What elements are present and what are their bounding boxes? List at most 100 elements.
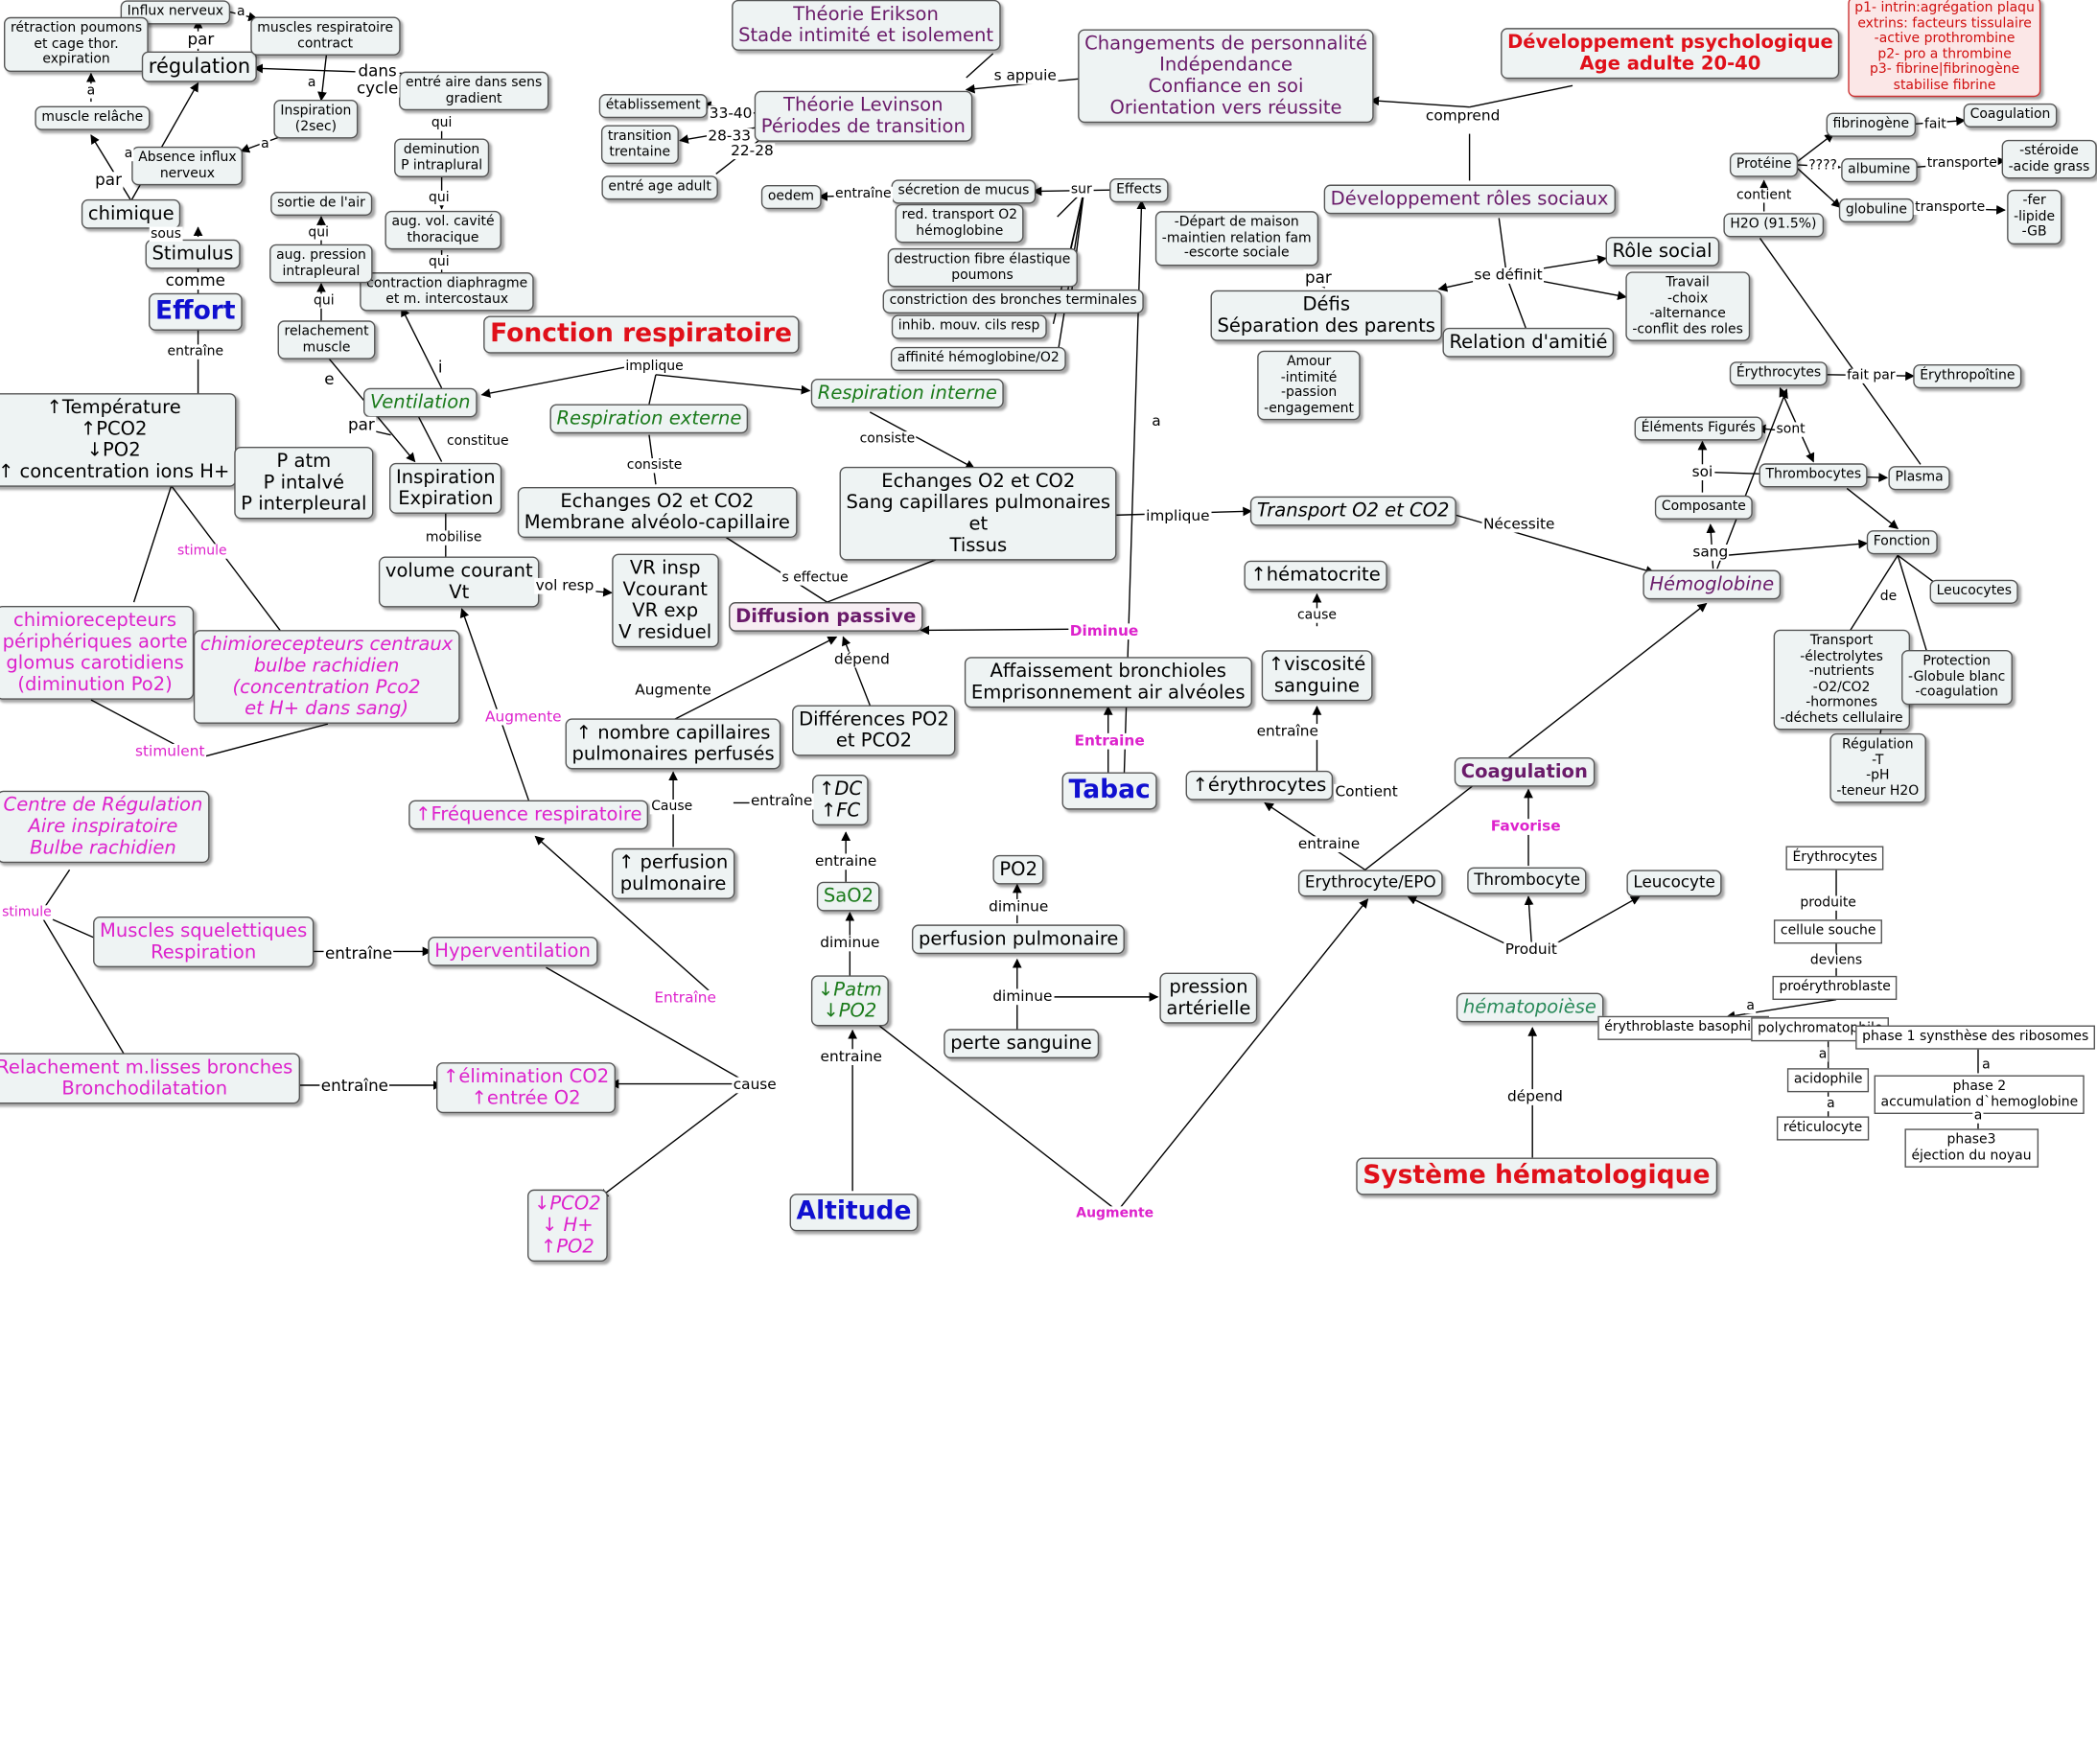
node-tabac[interactable]: Tabac — [1061, 772, 1157, 810]
node-sao2[interactable]: SaO2 — [816, 881, 881, 912]
node-hematopoiese[interactable]: hématopoièse — [1456, 992, 1603, 1023]
node-fer[interactable]: -fer -lipide -GB — [2007, 189, 2062, 244]
node-transport-o2[interactable]: Transport O2 et CO2 — [1249, 496, 1456, 526]
node-proteine[interactable]: Protéine — [1729, 152, 1799, 176]
node-diffusion-passive[interactable]: Diffusion passive — [729, 602, 923, 632]
node-steroide[interactable]: -stéroide -acide grass — [2001, 139, 2097, 179]
node-aug-vol-cavite[interactable]: aug. vol. cavité thoracique — [384, 210, 501, 250]
node-nombre-capillaires[interactable]: ↑ nombre capillaires pulmonaires perfusé… — [565, 718, 781, 770]
node-leucocytes[interactable]: Leucocytes — [1929, 579, 2019, 604]
node-chimique[interactable]: chimique — [81, 198, 181, 229]
node-thrombocyte[interactable]: Thrombocyte — [1467, 867, 1587, 894]
node-coagulation-main[interactable]: Coagulation — [1454, 756, 1595, 787]
node-globuline[interactable]: globuline — [1838, 197, 1914, 222]
node-elimination-co2[interactable]: ↑élimination CO2 ↑entrée O2 — [435, 1062, 617, 1114]
node-volume-courant[interactable]: volume courant Vt — [378, 556, 540, 608]
node-proerythroblaste[interactable]: proérythroblaste — [1772, 975, 1898, 1000]
node-vr-insp[interactable]: VR insp Vcourant VR exp V residuel — [612, 553, 719, 648]
node-ventilation[interactable]: Ventilation — [363, 387, 478, 418]
node-dev-roles[interactable]: Développement rôles sociaux — [1323, 184, 1616, 215]
node-etablissement[interactable]: établissement — [598, 94, 708, 118]
node-hemoglobine[interactable]: Hémoglobine — [1643, 569, 1782, 600]
node-destruction-fibre[interactable]: destruction fibre élastique poumons — [887, 247, 1078, 288]
node-theorie-erikson[interactable]: Théorie Erikson Stade intimité et isolem… — [732, 0, 1001, 52]
node-erythroblaste-basophile[interactable]: érythroblaste basophile — [1597, 1015, 1770, 1040]
node-albumine[interactable]: albumine — [1841, 158, 1918, 182]
node-systeme-hemato[interactable]: Système hématologique — [1356, 1157, 1717, 1195]
node-protection[interactable]: Protection -Globule blanc -coagulation — [1901, 650, 2013, 705]
node-cellule-souche[interactable]: cellule souche — [1773, 919, 1883, 943]
node-defis[interactable]: Défis Séparation des parents — [1210, 290, 1442, 342]
node-p1-note[interactable]: p1- intrin:agrégation plaqu extrins: fac… — [1848, 0, 2041, 98]
node-dc-fc[interactable]: ↑DC ↑FC — [812, 775, 870, 826]
node-phase1[interactable]: phase 1 synsthèse des ribosomes — [1855, 1025, 2096, 1049]
node-stimulus[interactable]: Stimulus — [145, 239, 241, 269]
node-oedem[interactable]: oedem — [760, 184, 821, 209]
node-aug-pression[interactable]: aug. pression intrapleural — [269, 244, 373, 284]
node-respiration-interne[interactable]: Respiration interne — [810, 378, 1004, 408]
node-affinite[interactable]: affinité hémoglobine/O2 — [890, 346, 1066, 371]
node-regulation-list[interactable]: Régulation -T -pH -teneur H2O — [1829, 732, 1926, 803]
node-erythrocytes-small[interactable]: Érythrocytes — [1729, 361, 1829, 385]
node-erythrocyte-epo[interactable]: Erythrocyte/EPO — [1297, 870, 1443, 897]
node-secretion-mucus[interactable]: sécretion de mucus — [891, 179, 1037, 203]
node-fibrinogene[interactable]: fibrinogène — [1826, 112, 1917, 137]
node-muscle-relache[interactable]: muscle relâche — [35, 105, 151, 130]
node-acidophile[interactable]: acidophile — [1786, 1068, 1870, 1092]
node-changements-personnalite[interactable]: Changements de personnalité Indépendance… — [1078, 29, 1374, 124]
node-influx-nerveux[interactable]: Influx nerveux — [120, 0, 231, 24]
node-transport-list[interactable]: Transport -électrolytes -nutrients -O2/C… — [1773, 629, 1910, 731]
node-pco2-h-po2[interactable]: ↓PCO2 ↓ H+ ↑PO2 — [527, 1189, 608, 1263]
node-retraction-poumons[interactable]: rétraction poumons et cage thor. expirat… — [4, 16, 150, 72]
node-viscosite[interactable]: ↑viscosité sanguine — [1261, 650, 1373, 702]
node-coagulation-small[interactable]: Coagulation — [1963, 103, 2058, 128]
node-muscles-resp-contract[interactable]: muscles respiratoire contract — [250, 16, 401, 56]
node-frequence-resp[interactable]: ↑Fréquence respiratoire — [408, 800, 649, 830]
node-relachement-muscle[interactable]: relachement muscle — [277, 320, 376, 360]
node-altitude[interactable]: Altitude — [789, 1194, 919, 1232]
node-perfusion-pulmonaire-up[interactable]: ↑ perfusion pulmonaire — [611, 847, 735, 900]
node-contraction-diaph[interactable]: contraction diaphragme et m. intercostau… — [360, 272, 535, 312]
node-regulation[interactable]: régulation — [141, 51, 258, 83]
node-differences-po2[interactable]: Différences PO2 et PCO2 — [792, 705, 956, 756]
node-affaissement[interactable]: Affaissement bronchioles Emprisonnement … — [964, 657, 1252, 708]
node-hyperventilation[interactable]: Hyperventilation — [428, 936, 597, 966]
node-relachement-bronches[interactable]: Relachement m.lisses bronches Bronchodil… — [0, 1053, 300, 1104]
node-fonction[interactable]: Fonction — [1866, 530, 1938, 554]
node-deminution-p[interactable]: deminution P intraplural — [394, 138, 490, 177]
node-centre-regulation[interactable]: Centre de Régulation Aire inspiratoire B… — [0, 790, 210, 864]
node-erythropoitine[interactable]: Érythropoîtine — [1913, 364, 2022, 388]
node-chimio-peripheriques[interactable]: chimiorecepteurs périphériques aorte glo… — [0, 606, 195, 701]
node-fonction-respiratoire[interactable]: Fonction respiratoire — [483, 315, 800, 354]
node-inspiration-expiration[interactable]: Inspiration Expiration — [389, 462, 502, 515]
node-po2[interactable]: PO2 — [992, 854, 1044, 885]
node-constriction[interactable]: constriction des bronches terminales — [882, 289, 1144, 313]
node-inspiration-2sec[interactable]: Inspiration (2sec) — [273, 99, 359, 139]
node-patm-po2[interactable]: ↓Patm ↓PO2 — [810, 975, 889, 1027]
node-effects[interactable]: Effects — [1109, 177, 1169, 202]
node-respiration-externe[interactable]: Respiration externe — [549, 404, 749, 434]
node-sortie-air[interactable]: sortie de l'air — [270, 191, 372, 216]
node-depart-maison[interactable]: -Départ de maison -maintien relation fam… — [1154, 211, 1318, 266]
node-phase3[interactable]: phase3 éjection du noyau — [1904, 1128, 2039, 1168]
node-entre-aire[interactable]: entré aire dans sens gradient — [399, 71, 549, 111]
node-echanges-sang[interactable]: Echanges O2 et CO2 Sang capillares pulmo… — [839, 466, 1118, 562]
node-perfusion-pulmonaire[interactable]: perfusion pulmonaire — [911, 924, 1126, 955]
node-pression-arterielle[interactable]: pression artérielle — [1159, 972, 1258, 1024]
node-hematocrite[interactable]: ↑hématocrite — [1244, 560, 1387, 591]
node-dev-psy[interactable]: Développement psychologique Age adulte 2… — [1501, 28, 1840, 80]
node-transition-trentaine[interactable]: transition trentaine — [600, 125, 679, 164]
node-composante[interactable]: Composante — [1654, 495, 1753, 520]
node-thrombocytes[interactable]: Thrombocytes — [1759, 463, 1869, 487]
node-inhib[interactable]: inhib. mouv. cils resp — [891, 314, 1047, 338]
node-perte-sanguine[interactable]: perte sanguine — [944, 1029, 1099, 1059]
node-h2o[interactable]: H2O (91.5%) — [1723, 213, 1824, 237]
node-absence-influx[interactable]: Absence influx nerveux — [131, 146, 244, 186]
node-amour[interactable]: Amour -intimité -passion -engagement — [1257, 350, 1361, 421]
node-erythrocytes-lineage[interactable]: Érythrocytes — [1785, 846, 1884, 870]
node-effort[interactable]: Effort — [149, 292, 243, 331]
node-relation-amitie[interactable]: Relation d'amitié — [1442, 327, 1615, 358]
node-plasma[interactable]: Plasma — [1888, 466, 1950, 490]
node-travail[interactable]: Travail -choix -alternance -conflit des … — [1625, 271, 1750, 341]
node-theorie-levinson[interactable]: Théorie Levinson Périodes de transition — [754, 90, 972, 143]
